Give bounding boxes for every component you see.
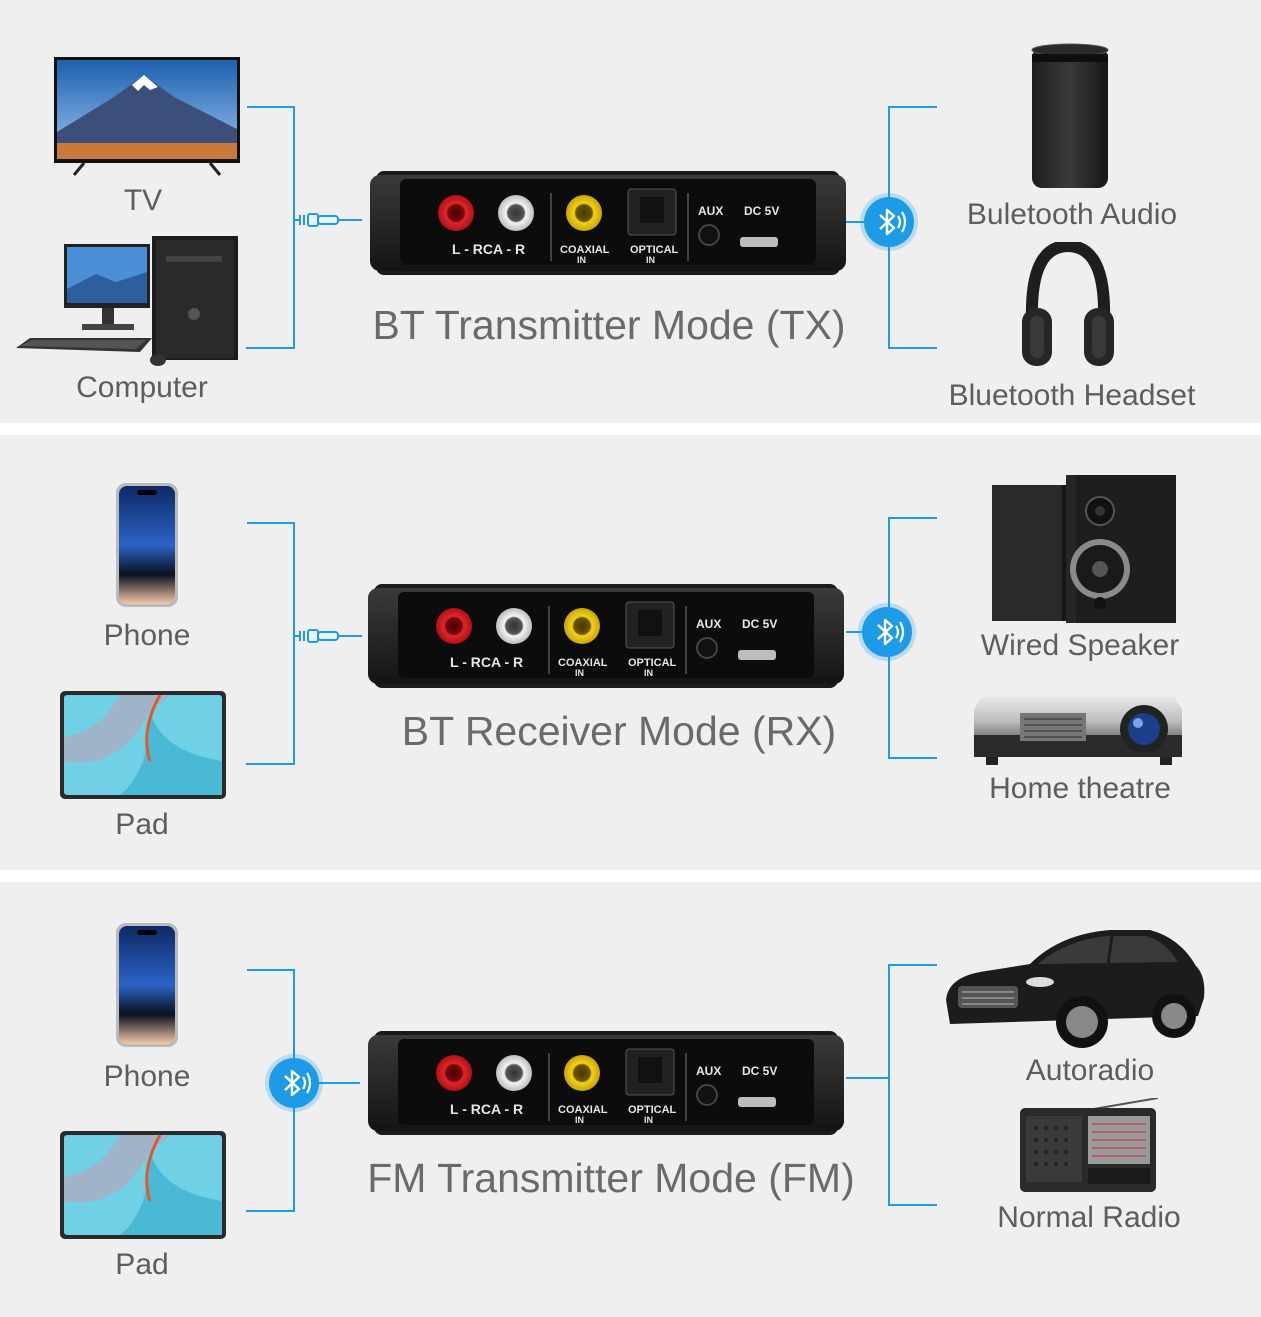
coaxial-label: COAXIAL <box>560 244 610 256</box>
input-label: Phone <box>103 1060 191 1093</box>
projector-image <box>974 697 1182 765</box>
wired-speaker-image <box>992 475 1176 623</box>
optical-in-label: IN <box>644 1115 653 1125</box>
coaxial-in-label: IN <box>575 1115 584 1125</box>
phone-image <box>116 923 178 1047</box>
coaxial-in-label: IN <box>577 255 586 265</box>
bluetooth-icon <box>862 607 912 657</box>
coaxial-label: COAXIAL <box>558 657 608 669</box>
optical-label: OPTICAL <box>628 657 677 669</box>
headphones-image <box>1022 242 1114 366</box>
mode-title: FM Transmitter Mode (FM) <box>367 1155 855 1201</box>
coaxial-in-label: IN <box>575 668 584 678</box>
input-label: Computer <box>76 371 208 404</box>
mode-title: BT Receiver Mode (RX) <box>401 708 837 754</box>
bluetooth-adapter-image: L - RCA - R COAXIAL IN OPTICAL IN AUX DC… <box>370 171 846 275</box>
output-label: Buletooth Audio <box>966 198 1178 231</box>
output-label: Autoradio <box>1025 1054 1155 1087</box>
aux-label: AUX <box>696 617 721 631</box>
input-label: Pad <box>115 1248 169 1281</box>
coaxial-label: COAXIAL <box>558 1104 608 1116</box>
phone-image <box>116 483 178 607</box>
aux-label: AUX <box>698 204 723 218</box>
bluetooth-icon <box>864 197 914 247</box>
rca-label: L - RCA - R <box>452 241 525 257</box>
output-label: Home theatre <box>989 772 1171 805</box>
input-label: TV <box>123 184 163 217</box>
output-label: Wired Speaker <box>980 629 1180 662</box>
aux-label: AUX <box>696 1064 721 1078</box>
input-label: Pad <box>115 808 169 841</box>
tablet-image <box>60 1131 226 1239</box>
bluetooth-icon <box>269 1058 319 1108</box>
optical-label: OPTICAL <box>628 1104 677 1116</box>
panel-fm-mode: Phone Pad L - RCA - R COAXIAL IN OPTICAL… <box>0 882 1261 1317</box>
panel-tx-mode: TV Computer L - RCA - R COAXIAL IN OPTIC… <box>0 0 1261 423</box>
panel-rx-mode: Phone Pad L - RCA - R COAXIAL IN OPTICAL… <box>0 435 1261 870</box>
output-label: Bluetooth Headset <box>948 379 1196 412</box>
bluetooth-adapter-image: L - RCA - R COAXIAL IN OPTICAL IN AUX DC… <box>368 1031 844 1135</box>
dc-label: DC 5V <box>744 204 779 218</box>
rca-label: L - RCA - R <box>450 654 523 670</box>
optical-label: OPTICAL <box>630 244 679 256</box>
dc-label: DC 5V <box>742 617 777 631</box>
input-label: Phone <box>103 619 191 652</box>
tablet-image <box>60 691 226 799</box>
tv-image <box>54 57 240 176</box>
radio-image <box>1020 1098 1158 1192</box>
bluetooth-speaker-image <box>1031 43 1109 188</box>
rca-label: L - RCA - R <box>450 1101 523 1117</box>
output-label: Normal Radio <box>997 1201 1181 1234</box>
optical-in-label: IN <box>644 668 653 678</box>
dc-label: DC 5V <box>742 1064 777 1078</box>
audio-jack-icon <box>299 213 339 227</box>
bluetooth-adapter-image: L - RCA - R COAXIAL IN OPTICAL IN AUX DC… <box>368 584 844 688</box>
computer-image <box>16 236 238 366</box>
car-image <box>946 930 1205 1048</box>
mode-title: BT Transmitter Mode (TX) <box>372 302 846 348</box>
audio-jack-icon <box>299 629 339 643</box>
optical-in-label: IN <box>646 255 655 265</box>
